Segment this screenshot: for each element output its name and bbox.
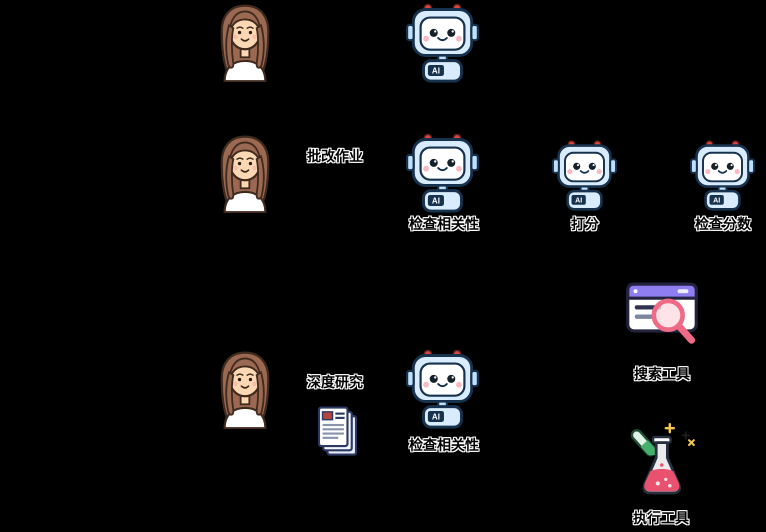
woman-avatar-icon — [212, 133, 278, 213]
label-deep-research: 深度研究 — [307, 374, 363, 390]
user-avatar-row2 — [212, 133, 278, 213]
ai-robot-icon — [406, 346, 479, 430]
ai-robot-icon — [690, 137, 755, 212]
search-tool-node — [623, 278, 701, 348]
woman-avatar-icon — [212, 2, 278, 82]
flask-experiment-icon — [625, 421, 697, 505]
woman-avatar-icon — [212, 349, 278, 429]
ai-agent-check-relevance-row2 — [406, 130, 479, 214]
browser-magnifier-icon — [623, 278, 701, 348]
ai-robot-icon — [552, 137, 617, 212]
label-execute-tool: 执行工具 — [633, 510, 689, 526]
ai-agent-row1 — [406, 0, 479, 84]
label-grade-homework: 批改作业 — [307, 148, 363, 164]
label-check-relevance-2: 检查相关性 — [409, 437, 479, 453]
ai-agent-score — [552, 137, 617, 212]
ai-agent-check-relevance-row3 — [406, 346, 479, 430]
execute-tool-node — [625, 421, 697, 505]
user-avatar-row3 — [212, 349, 278, 429]
label-search-tool: 搜索工具 — [634, 366, 690, 382]
ai-robot-icon — [406, 0, 479, 84]
ai-robot-icon — [406, 130, 479, 214]
label-score: 打分 — [571, 216, 599, 232]
paper-stack-icon — [314, 404, 361, 461]
label-check-score: 检查分数 — [695, 216, 751, 232]
ai-agent-check-score — [690, 137, 755, 212]
user-avatar-row1 — [212, 2, 278, 82]
label-check-relevance-1: 检查相关性 — [409, 216, 479, 232]
documents-node — [314, 404, 361, 461]
